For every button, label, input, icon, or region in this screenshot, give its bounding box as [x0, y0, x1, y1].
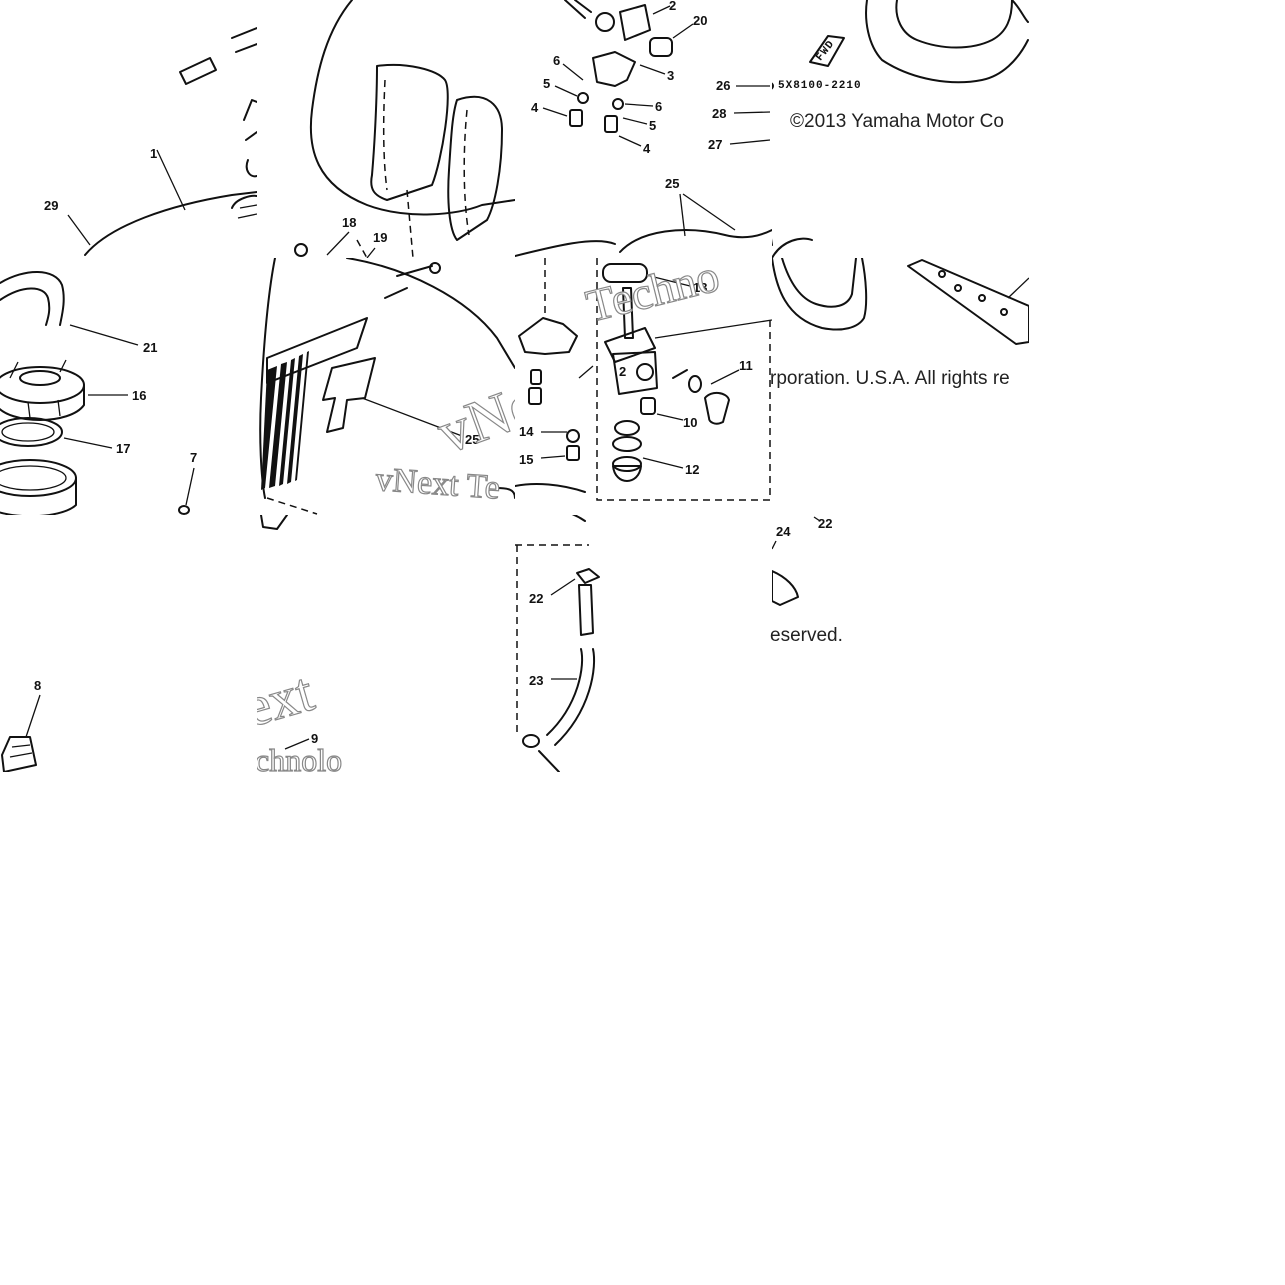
callout-11: 11 — [739, 358, 753, 373]
watermark-chnolo: chnolo — [257, 742, 342, 772]
tile-pins-lower: 8 — [0, 515, 257, 772]
callout-6a: 6 — [553, 53, 560, 68]
callout-14: 14 — [519, 424, 534, 439]
watermark-vnext-te: vNext Te — [374, 461, 501, 507]
callout-2b: 2 — [619, 364, 626, 379]
callout-7: 7 — [190, 450, 197, 465]
callout-4a: 4 — [531, 100, 539, 115]
callout-10: 10 — [683, 415, 697, 430]
callout-24: 24 — [776, 524, 791, 539]
callout-8: 8 — [34, 678, 41, 693]
callout-23: 23 — [529, 673, 543, 688]
callout-4b: 4 — [643, 141, 651, 156]
fender-upper-drawing: FWD 5X8100-2210 — [772, 0, 1029, 258]
callout-15: 15 — [519, 452, 533, 467]
callout-2a: 2 — [669, 0, 676, 13]
bracket-bolts-drawing: 2 20 3 6 5 4 6 5 4 25 — [515, 0, 772, 257]
callout-29: 29 — [44, 198, 58, 213]
copyright-line-2: rporation. U.S.A. All rights re — [770, 368, 1010, 389]
tile-fender-upper: FWD 5X8100-2210 — [772, 0, 1029, 258]
clip-drawing: 24 22 — [772, 516, 832, 606]
callout-16: 16 — [132, 388, 146, 403]
tile-fuel-cock: 13 2 11 10 12 14 — [515, 258, 772, 515]
tile-fuel-tank-left: 1 29 21 16 17 7 — [0, 0, 257, 515]
tile-side-cover-upper: 18 19 — [257, 0, 515, 258]
callout-25b: 25 — [465, 432, 479, 447]
tile-watermark-lower: ext chnolo 9 — [257, 515, 515, 772]
tile-fender-lower — [772, 258, 1029, 515]
watermark-ext: ext — [257, 661, 321, 740]
side-cover-drawing: 18 19 — [294, 0, 515, 258]
pin-drawing: 8 — [1, 678, 41, 772]
fuel-hose-drawing: 22 23 — [515, 515, 600, 772]
callout-12: 12 — [685, 462, 699, 477]
callout-5b: 5 — [649, 118, 656, 133]
callout-22b: 22 — [818, 516, 832, 531]
fwd-label: FWD — [814, 38, 838, 63]
callout-21: 21 — [143, 340, 157, 355]
callout-25a: 25 — [665, 176, 679, 191]
watermark-vne: vNe — [429, 370, 515, 466]
callout-9: 9 — [311, 731, 318, 746]
callout-18: 18 — [342, 215, 356, 230]
callout-5a: 5 — [543, 76, 550, 91]
fuel-tank-cap-drawing: 1 29 21 16 17 7 — [0, 27, 257, 515]
fender-lower-drawing — [772, 258, 1029, 345]
tile-tank-graphic: 25 vNext Te vNe — [257, 258, 515, 515]
callout-13: 13 — [693, 280, 707, 295]
callout-3: 3 — [667, 68, 674, 83]
callout-1: 1 — [150, 146, 157, 161]
copyright-line-3: eserved. — [770, 625, 843, 646]
callout-6b: 6 — [655, 99, 662, 114]
tank-emblem-drawing: 25 vNext Te vNe — [259, 258, 515, 515]
tile-fuel-hose: 22 23 — [515, 515, 772, 772]
callout-17: 17 — [116, 441, 130, 456]
callout-20: 20 — [693, 13, 707, 28]
callout-22a: 22 — [529, 591, 543, 606]
fuel-cock-drawing: 13 2 11 10 12 14 — [515, 258, 772, 501]
tile-clip-parts: 24 22 — [772, 515, 1029, 772]
callout-19: 19 — [373, 230, 387, 245]
tank-stripes — [261, 351, 309, 490]
watermark-lower: ext chnolo 9 — [257, 515, 343, 772]
part-code-text: 5X8100-2210 — [778, 80, 862, 92]
copyright-line-1: ©2013 Yamaha Motor Co — [790, 111, 1004, 132]
tile-bracket-bolts: 2 20 3 6 5 4 6 5 4 25 — [515, 0, 772, 258]
